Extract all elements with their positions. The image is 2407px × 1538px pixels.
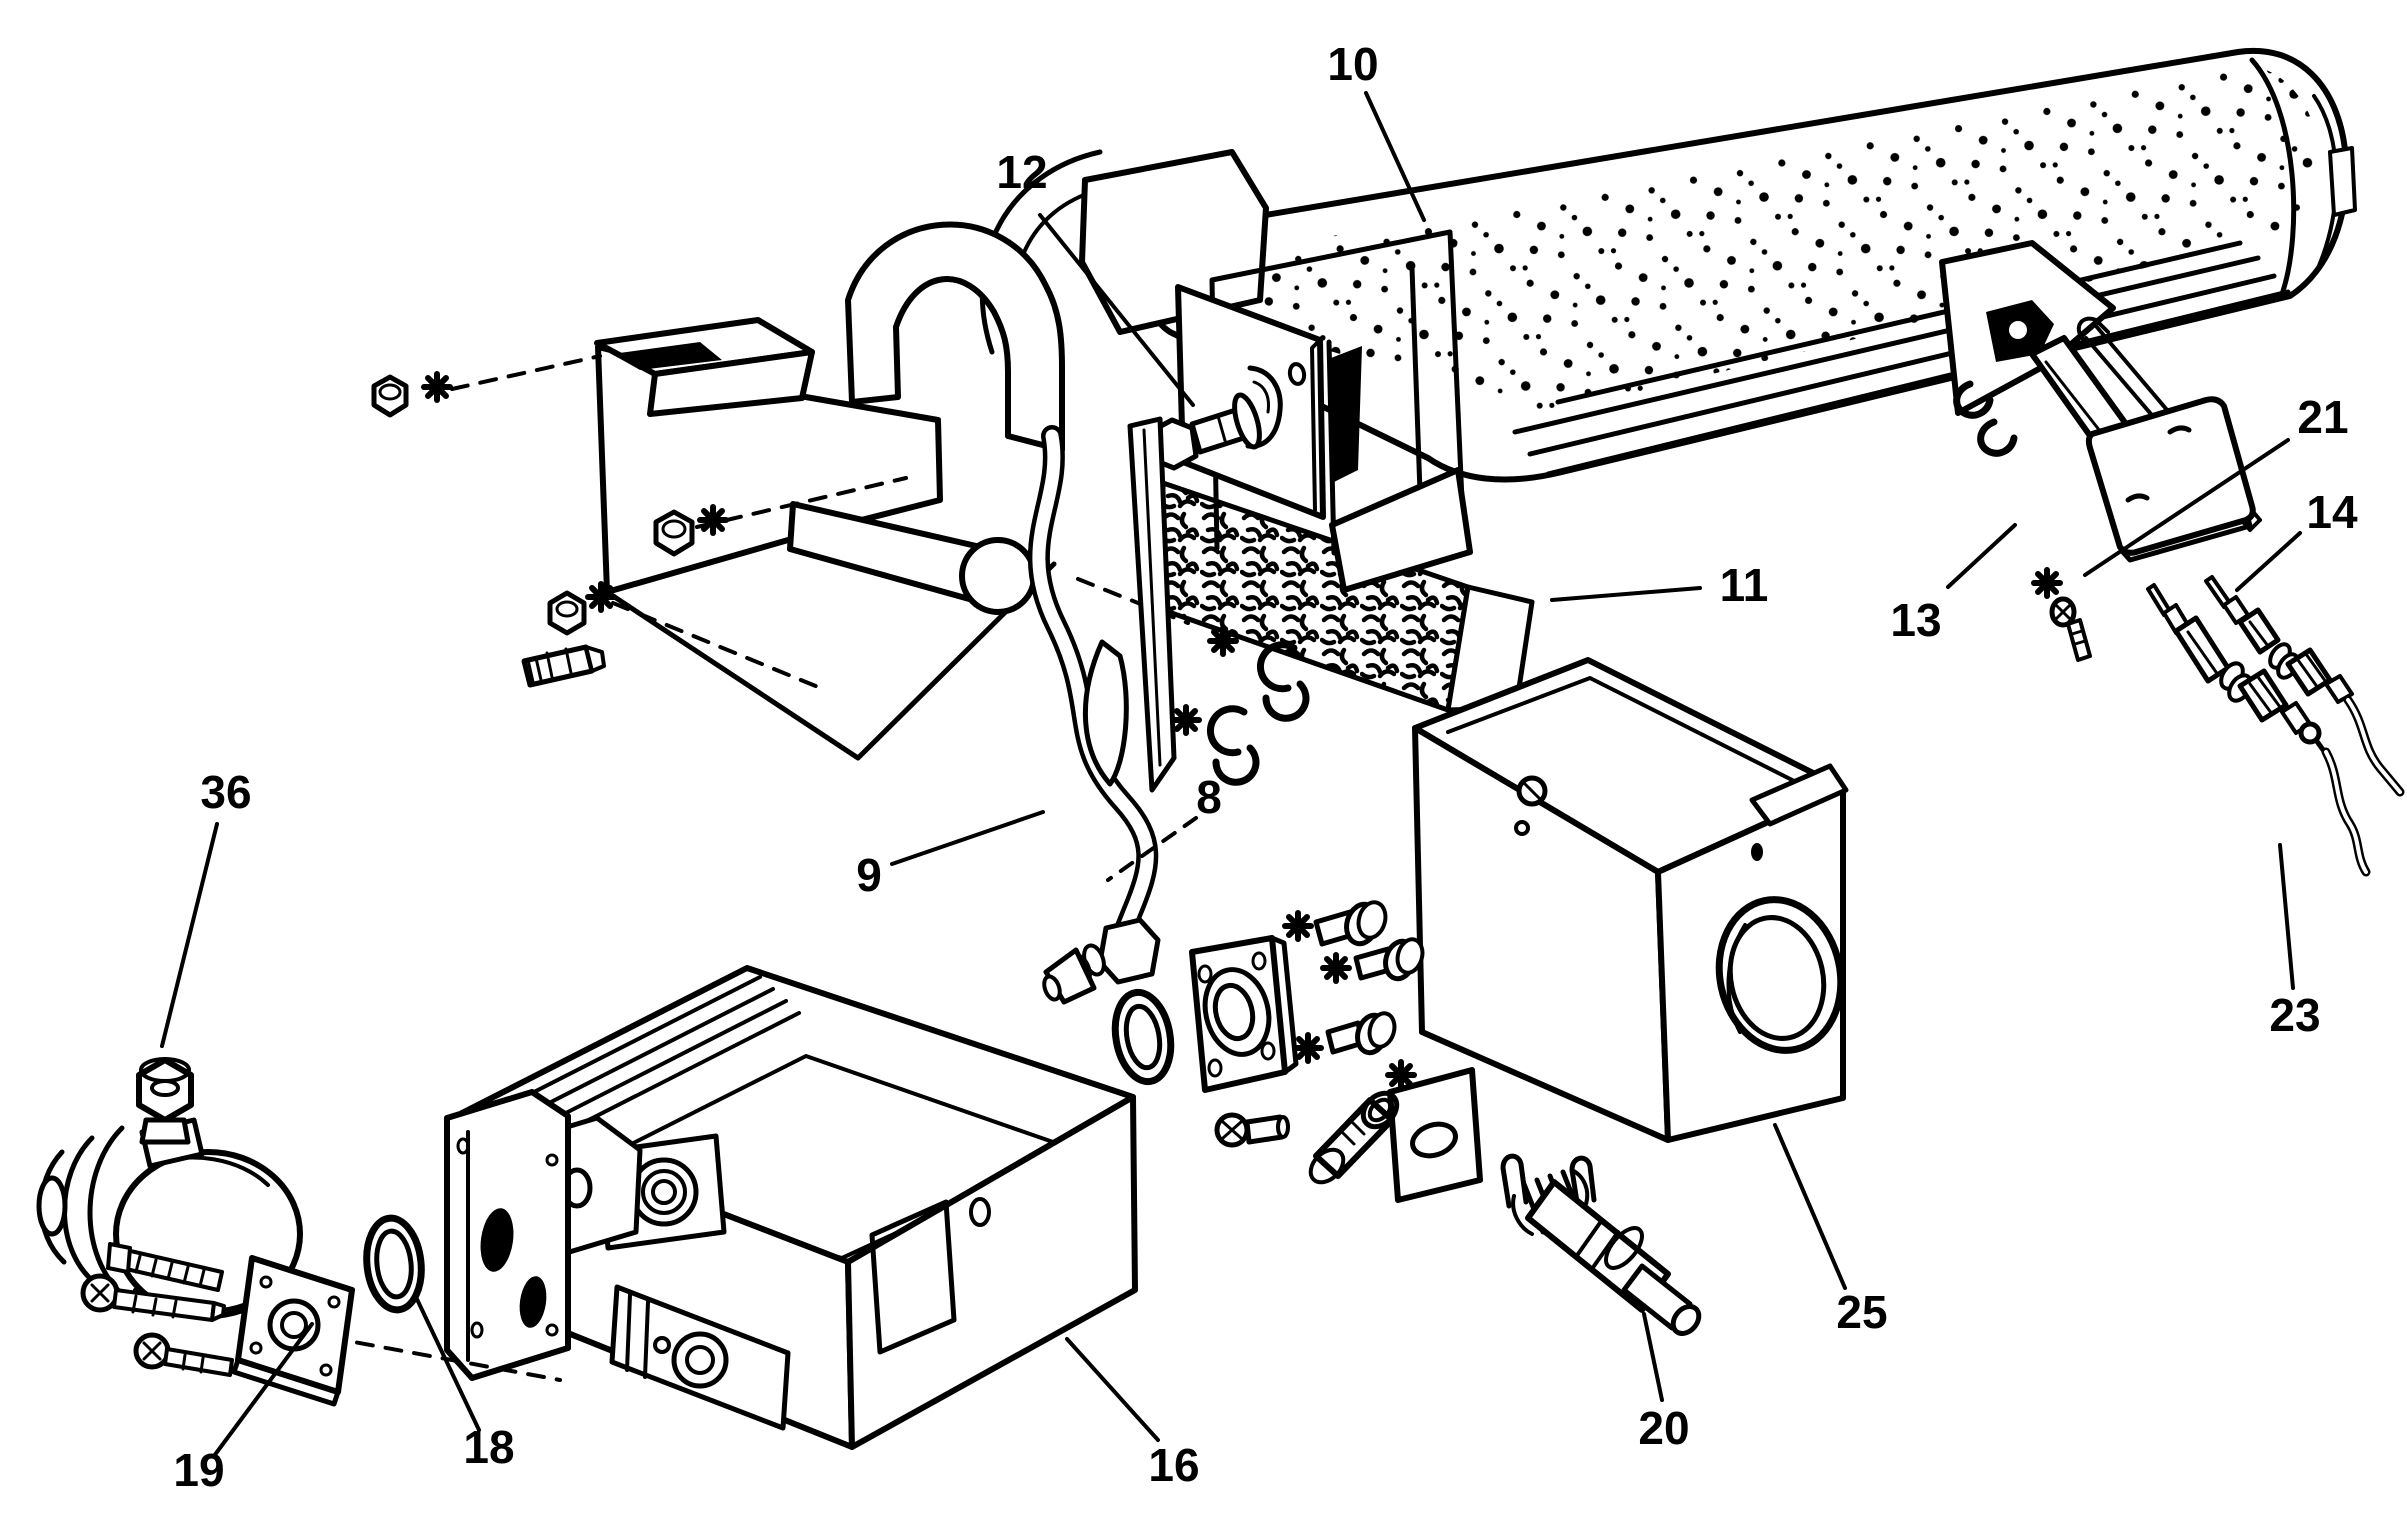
part-label-20: 20 bbox=[1638, 1312, 1690, 1454]
glow-plug-lower bbox=[2146, 583, 2371, 877]
part-label-8: 8 bbox=[1106, 771, 1222, 882]
mounting-plate-and-bolt bbox=[1133, 284, 1326, 520]
part-number-11: 11 bbox=[1720, 559, 1769, 611]
part-label-12: 12 bbox=[996, 146, 1195, 407]
part-label-21: 21 bbox=[2083, 391, 2349, 577]
leader-line-9 bbox=[890, 810, 1045, 866]
part-label-14: 14 bbox=[2235, 486, 2358, 592]
leader-line-23 bbox=[2278, 843, 2295, 990]
heat-exchanger-tube bbox=[979, 47, 2357, 483]
part-number-19: 19 bbox=[173, 1444, 224, 1496]
part-number-9: 9 bbox=[856, 849, 882, 901]
part-label-16: 16 bbox=[1065, 1337, 1200, 1491]
upper-bracket-assembly bbox=[371, 221, 1190, 761]
part-number-10: 10 bbox=[1327, 38, 1378, 90]
leader-line-11 bbox=[1550, 586, 1702, 602]
leader-line-16 bbox=[1065, 1337, 1160, 1442]
part-number-16: 16 bbox=[1148, 1439, 1199, 1491]
part-label-23: 23 bbox=[2269, 843, 2321, 1041]
part-label-18: 18 bbox=[413, 1293, 515, 1473]
part-label-9: 9 bbox=[856, 810, 1045, 901]
part-label-11: 11 bbox=[1550, 559, 1769, 611]
leader-line-18 bbox=[413, 1293, 481, 1432]
part-number-20: 20 bbox=[1638, 1402, 1689, 1454]
flange-bolt-cluster bbox=[1111, 900, 1425, 1185]
part-label-36: 36 bbox=[160, 766, 252, 1048]
leader-line-10 bbox=[1364, 91, 1426, 222]
leader-line-20 bbox=[1642, 1312, 1664, 1402]
control-unit-box bbox=[298, 965, 1138, 1450]
part-label-25: 25 bbox=[1773, 1123, 1888, 1338]
part-number-18: 18 bbox=[463, 1421, 514, 1473]
part-number-21: 21 bbox=[2297, 391, 2348, 443]
leader-line-36 bbox=[160, 822, 219, 1048]
leader-line-12 bbox=[1038, 213, 1195, 407]
part-labels: 10 12 11 21 14 13 23 8 9 36 25 20 16 18 19 bbox=[160, 38, 2358, 1496]
part-number-23: 23 bbox=[2269, 989, 2320, 1041]
part-number-13: 13 bbox=[1890, 594, 1941, 646]
leader-line-21 bbox=[2083, 438, 2290, 577]
part-label-13: 13 bbox=[1890, 523, 2017, 646]
fuel-valve-assembly bbox=[36, 1057, 425, 1407]
part-label-10: 10 bbox=[1327, 38, 1426, 222]
igniter-bracket-assembly bbox=[1939, 240, 2262, 662]
leader-line-8 bbox=[1106, 816, 1198, 882]
metering-pump bbox=[1500, 1153, 1702, 1336]
part-number-12: 12 bbox=[996, 146, 1047, 198]
part-number-14: 14 bbox=[2306, 486, 2358, 538]
leader-line-14 bbox=[2235, 531, 2302, 592]
part-number-36: 36 bbox=[200, 766, 251, 818]
leader-line-19 bbox=[212, 1322, 314, 1458]
leader-line-25 bbox=[1773, 1123, 1847, 1290]
part-number-8: 8 bbox=[1196, 771, 1222, 823]
combustion-screen-mesh bbox=[1160, 467, 1535, 714]
glow-plug-upper bbox=[2204, 575, 2405, 797]
part-number-25: 25 bbox=[1836, 1286, 1887, 1338]
burner-box bbox=[1387, 657, 1849, 1203]
part-label-19: 19 bbox=[173, 1322, 314, 1496]
leader-line-13 bbox=[1946, 523, 2017, 589]
